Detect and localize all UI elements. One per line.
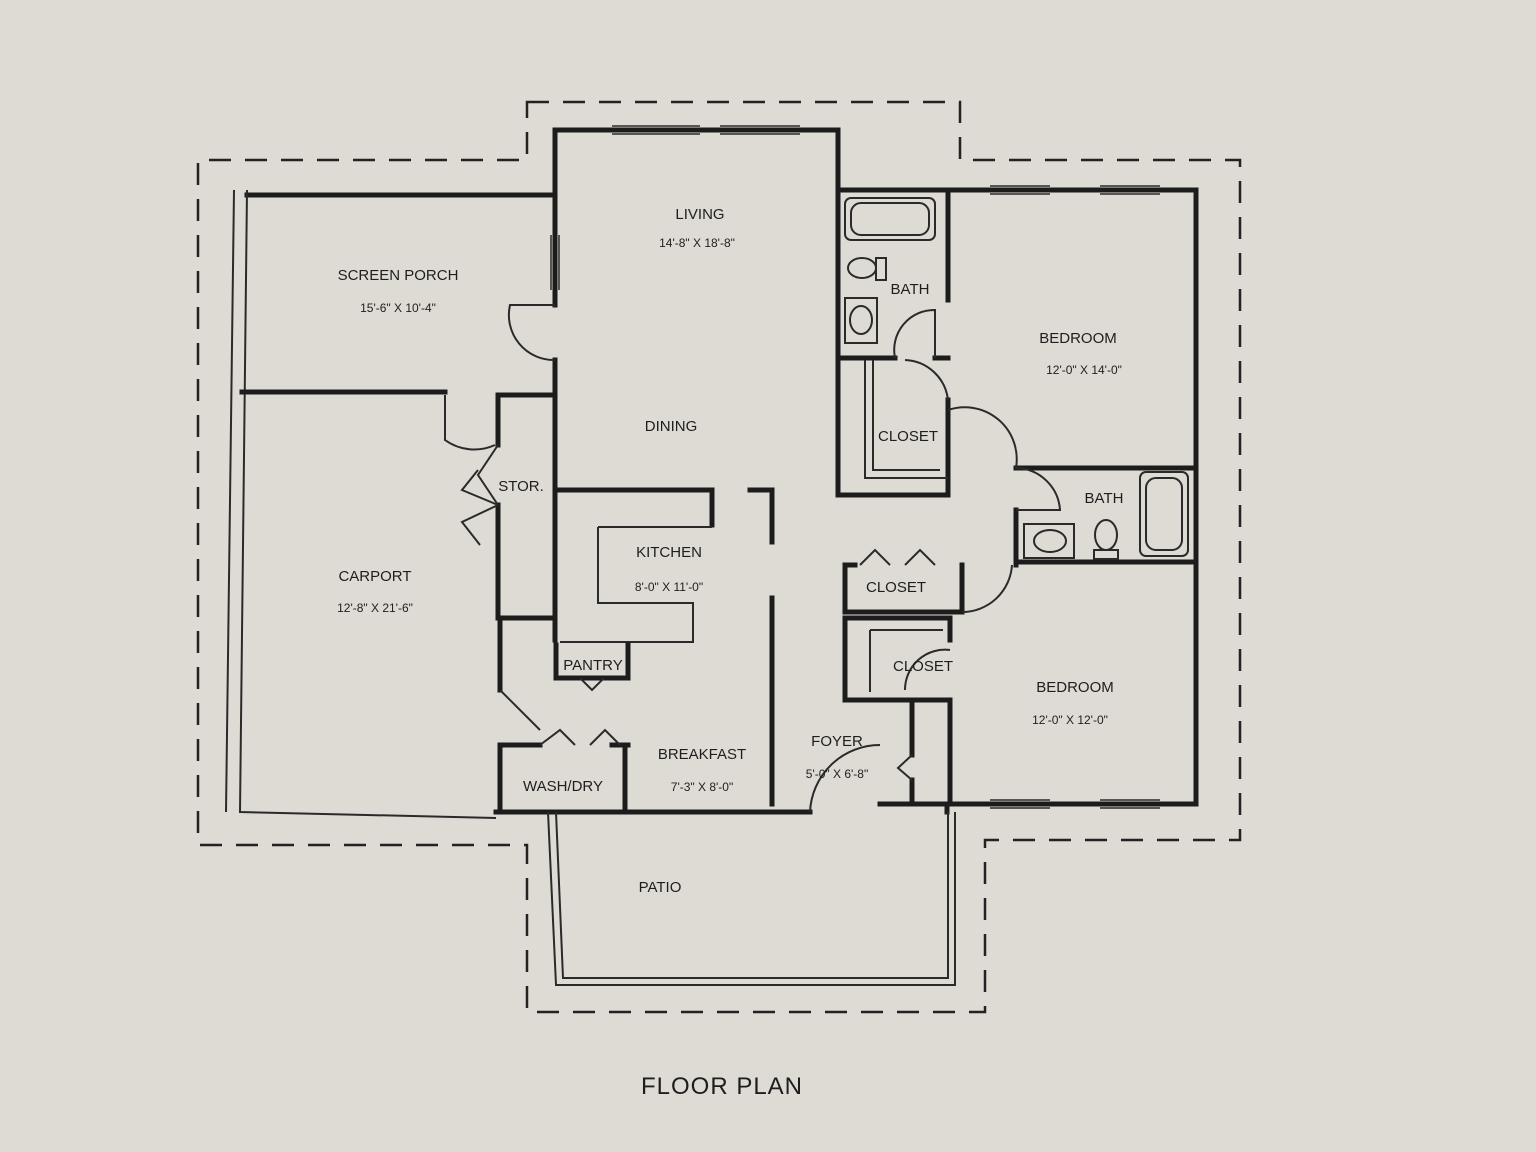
dim-screen-porch: 15'-6" X 10'-4" xyxy=(360,301,436,315)
bathtub-1 xyxy=(844,197,936,241)
bathtub-2 xyxy=(1139,471,1189,557)
dim-kitchen: 8'-0" X 11'-0" xyxy=(635,580,703,594)
label-stor: STOR. xyxy=(498,478,544,495)
label-closet-2: CLOSET xyxy=(866,579,926,596)
door-swings xyxy=(444,304,1062,813)
label-living: LIVING xyxy=(675,206,724,223)
patio-slab xyxy=(547,811,956,986)
roof-outline xyxy=(196,100,1242,1014)
label-bedroom-2: BEDROOM xyxy=(1036,679,1114,696)
label-bath-2: BATH xyxy=(1085,490,1124,507)
label-screen-porch: SCREEN PORCH xyxy=(338,267,459,284)
label-breakfast: BREAKFAST xyxy=(658,746,746,763)
label-patio: PATIO xyxy=(639,879,682,896)
room-labels: SCREEN PORCH 15'-6" X 10'-4" LIVING 14'-… xyxy=(337,206,1123,896)
label-bedroom-1: BEDROOM xyxy=(1039,330,1117,347)
interior-walls xyxy=(495,187,1199,815)
dim-bedroom-2: 12'-0" X 12'-0" xyxy=(1032,713,1108,727)
label-closet-3: CLOSET xyxy=(893,658,953,675)
label-dining: DINING xyxy=(645,418,698,435)
label-bath-1: BATH xyxy=(891,281,930,298)
plumbing-fixtures xyxy=(844,197,1189,560)
plan-caption: FLOOR PLAN xyxy=(641,1073,803,1100)
dim-carport: 12'-8" X 21'-6" xyxy=(337,601,413,615)
dim-foyer: 5'-0" X 6'-8" xyxy=(806,767,868,781)
carport-frame xyxy=(225,189,497,819)
dim-bedroom-1: 12'-0" X 14'-0" xyxy=(1046,363,1122,377)
label-foyer: FOYER xyxy=(811,733,863,750)
dim-breakfast: 7'-3" X 8'-0" xyxy=(671,780,733,794)
label-wash-dry: WASH/DRY xyxy=(523,778,603,795)
windows xyxy=(550,125,1160,809)
label-closet-1: CLOSET xyxy=(878,428,938,445)
sink-2 xyxy=(1023,523,1075,559)
label-carport: CARPORT xyxy=(338,568,411,585)
label-kitchen: KITCHEN xyxy=(636,544,702,561)
sink-1 xyxy=(844,297,878,344)
label-pantry: PANTRY xyxy=(563,657,622,674)
dim-living: 14'-8" X 18'-8" xyxy=(659,236,735,250)
